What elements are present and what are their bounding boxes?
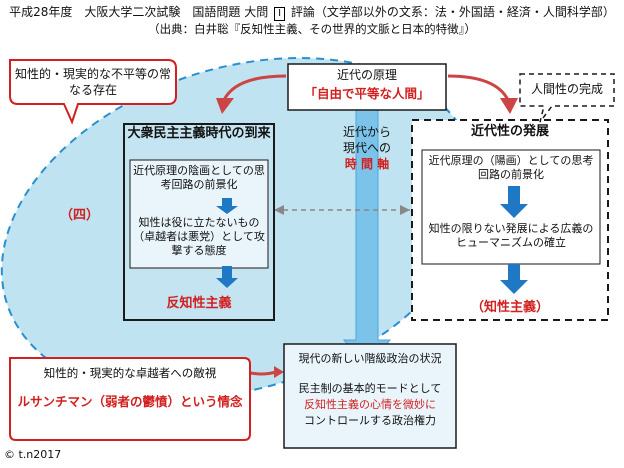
mass-inner-frame xyxy=(129,159,269,269)
mass-result: 反知性主義 xyxy=(166,296,232,311)
callout-bottom-left-2: ルサンチマン（弱者の鬱憤）という情念 xyxy=(17,394,243,409)
modern-down-arrow-1 xyxy=(500,186,528,218)
curve-arrow-left xyxy=(222,74,287,101)
callout-top-right-text: 人間性の完成 xyxy=(530,82,603,96)
mass-inner2: 知性は役に立たないもの（卓越者は悪党）として攻撃する態度 xyxy=(133,216,265,257)
header-line1-b: 評論（文学部以外の文系：法・外国語・経済・人間科学部） xyxy=(290,5,615,19)
current-line1: 現代の新しい階級政治の状況 xyxy=(298,352,442,365)
modern-box-title: 近代性の発展 xyxy=(470,124,549,139)
curve-arrow-right-head xyxy=(500,98,518,114)
modern-result: （知性主義） xyxy=(470,300,549,315)
current-line4: コントロールする政治権力 xyxy=(304,414,436,427)
ellipse-label: （四） xyxy=(60,208,100,223)
current-box-frame xyxy=(283,343,457,449)
mass-inner1: 近代原理の陰画としての思考回路の前景化 xyxy=(133,164,265,191)
connector-head-left xyxy=(274,205,284,215)
mass-box-title: 大衆民主主義時代の到来 xyxy=(127,126,271,141)
time-axis-line3: 時 間 軸 xyxy=(344,157,390,171)
callout-bottom-left-1: 知性的・現実的な卓越者への敵視 xyxy=(43,366,217,380)
problem-number: Ⅰ xyxy=(274,7,286,21)
callout-top-left-text: 知性的・現実的な不平等の常なる存在 xyxy=(14,67,171,97)
header-line1: 平成28年度 大阪大学二次試験 国語問題 大問 Ⅰ 評論（文学部以外の文系：法・… xyxy=(6,4,618,21)
mass-down-arrow-1 xyxy=(216,198,238,214)
principle-frame xyxy=(287,63,447,111)
time-axis-line2: 現代への xyxy=(342,141,391,155)
callout-top-left-frame xyxy=(9,59,177,125)
current-line3: 反知性主義の心情を微妙に xyxy=(304,398,436,411)
callout-bottom-left-frame xyxy=(9,357,251,441)
copyright: © t.n2017 xyxy=(4,448,62,461)
header-line1-a: 平成28年度 大阪大学二次試験 国語問題 大問 xyxy=(9,5,269,19)
current-line2: 民主制の基本的モードとして xyxy=(298,382,442,395)
time-axis-label: 近代から 現代への 時 間 軸 xyxy=(334,124,400,172)
curve-arrow-right xyxy=(447,74,510,101)
header: 平成28年度 大阪大学二次試験 国語問題 大問 Ⅰ 評論（文学部以外の文系：法・… xyxy=(6,4,618,37)
curve-arrow-bottom-head xyxy=(274,366,284,378)
modern-inner2: 知性の限りない発展による広義のヒューマニズムの確立 xyxy=(428,222,594,249)
header-line2: （出典：白井聡『反知性主義、その世界的文脈と日本的特徴』） xyxy=(148,22,476,36)
mass-down-arrow-2 xyxy=(216,266,238,288)
principle-title: 近代の原理 xyxy=(336,68,397,82)
curve-arrow-left-head xyxy=(216,98,234,114)
callout-top-right-frame xyxy=(519,73,615,123)
connector-head-right xyxy=(400,205,410,215)
principle-value: 「自由で平等な人間」 xyxy=(304,86,430,101)
modern-down-arrow-2 xyxy=(500,264,528,294)
time-axis-line1: 近代から xyxy=(342,125,391,139)
modern-inner1: 近代原理の（陽画）としての思考回路の前景化 xyxy=(428,154,594,181)
